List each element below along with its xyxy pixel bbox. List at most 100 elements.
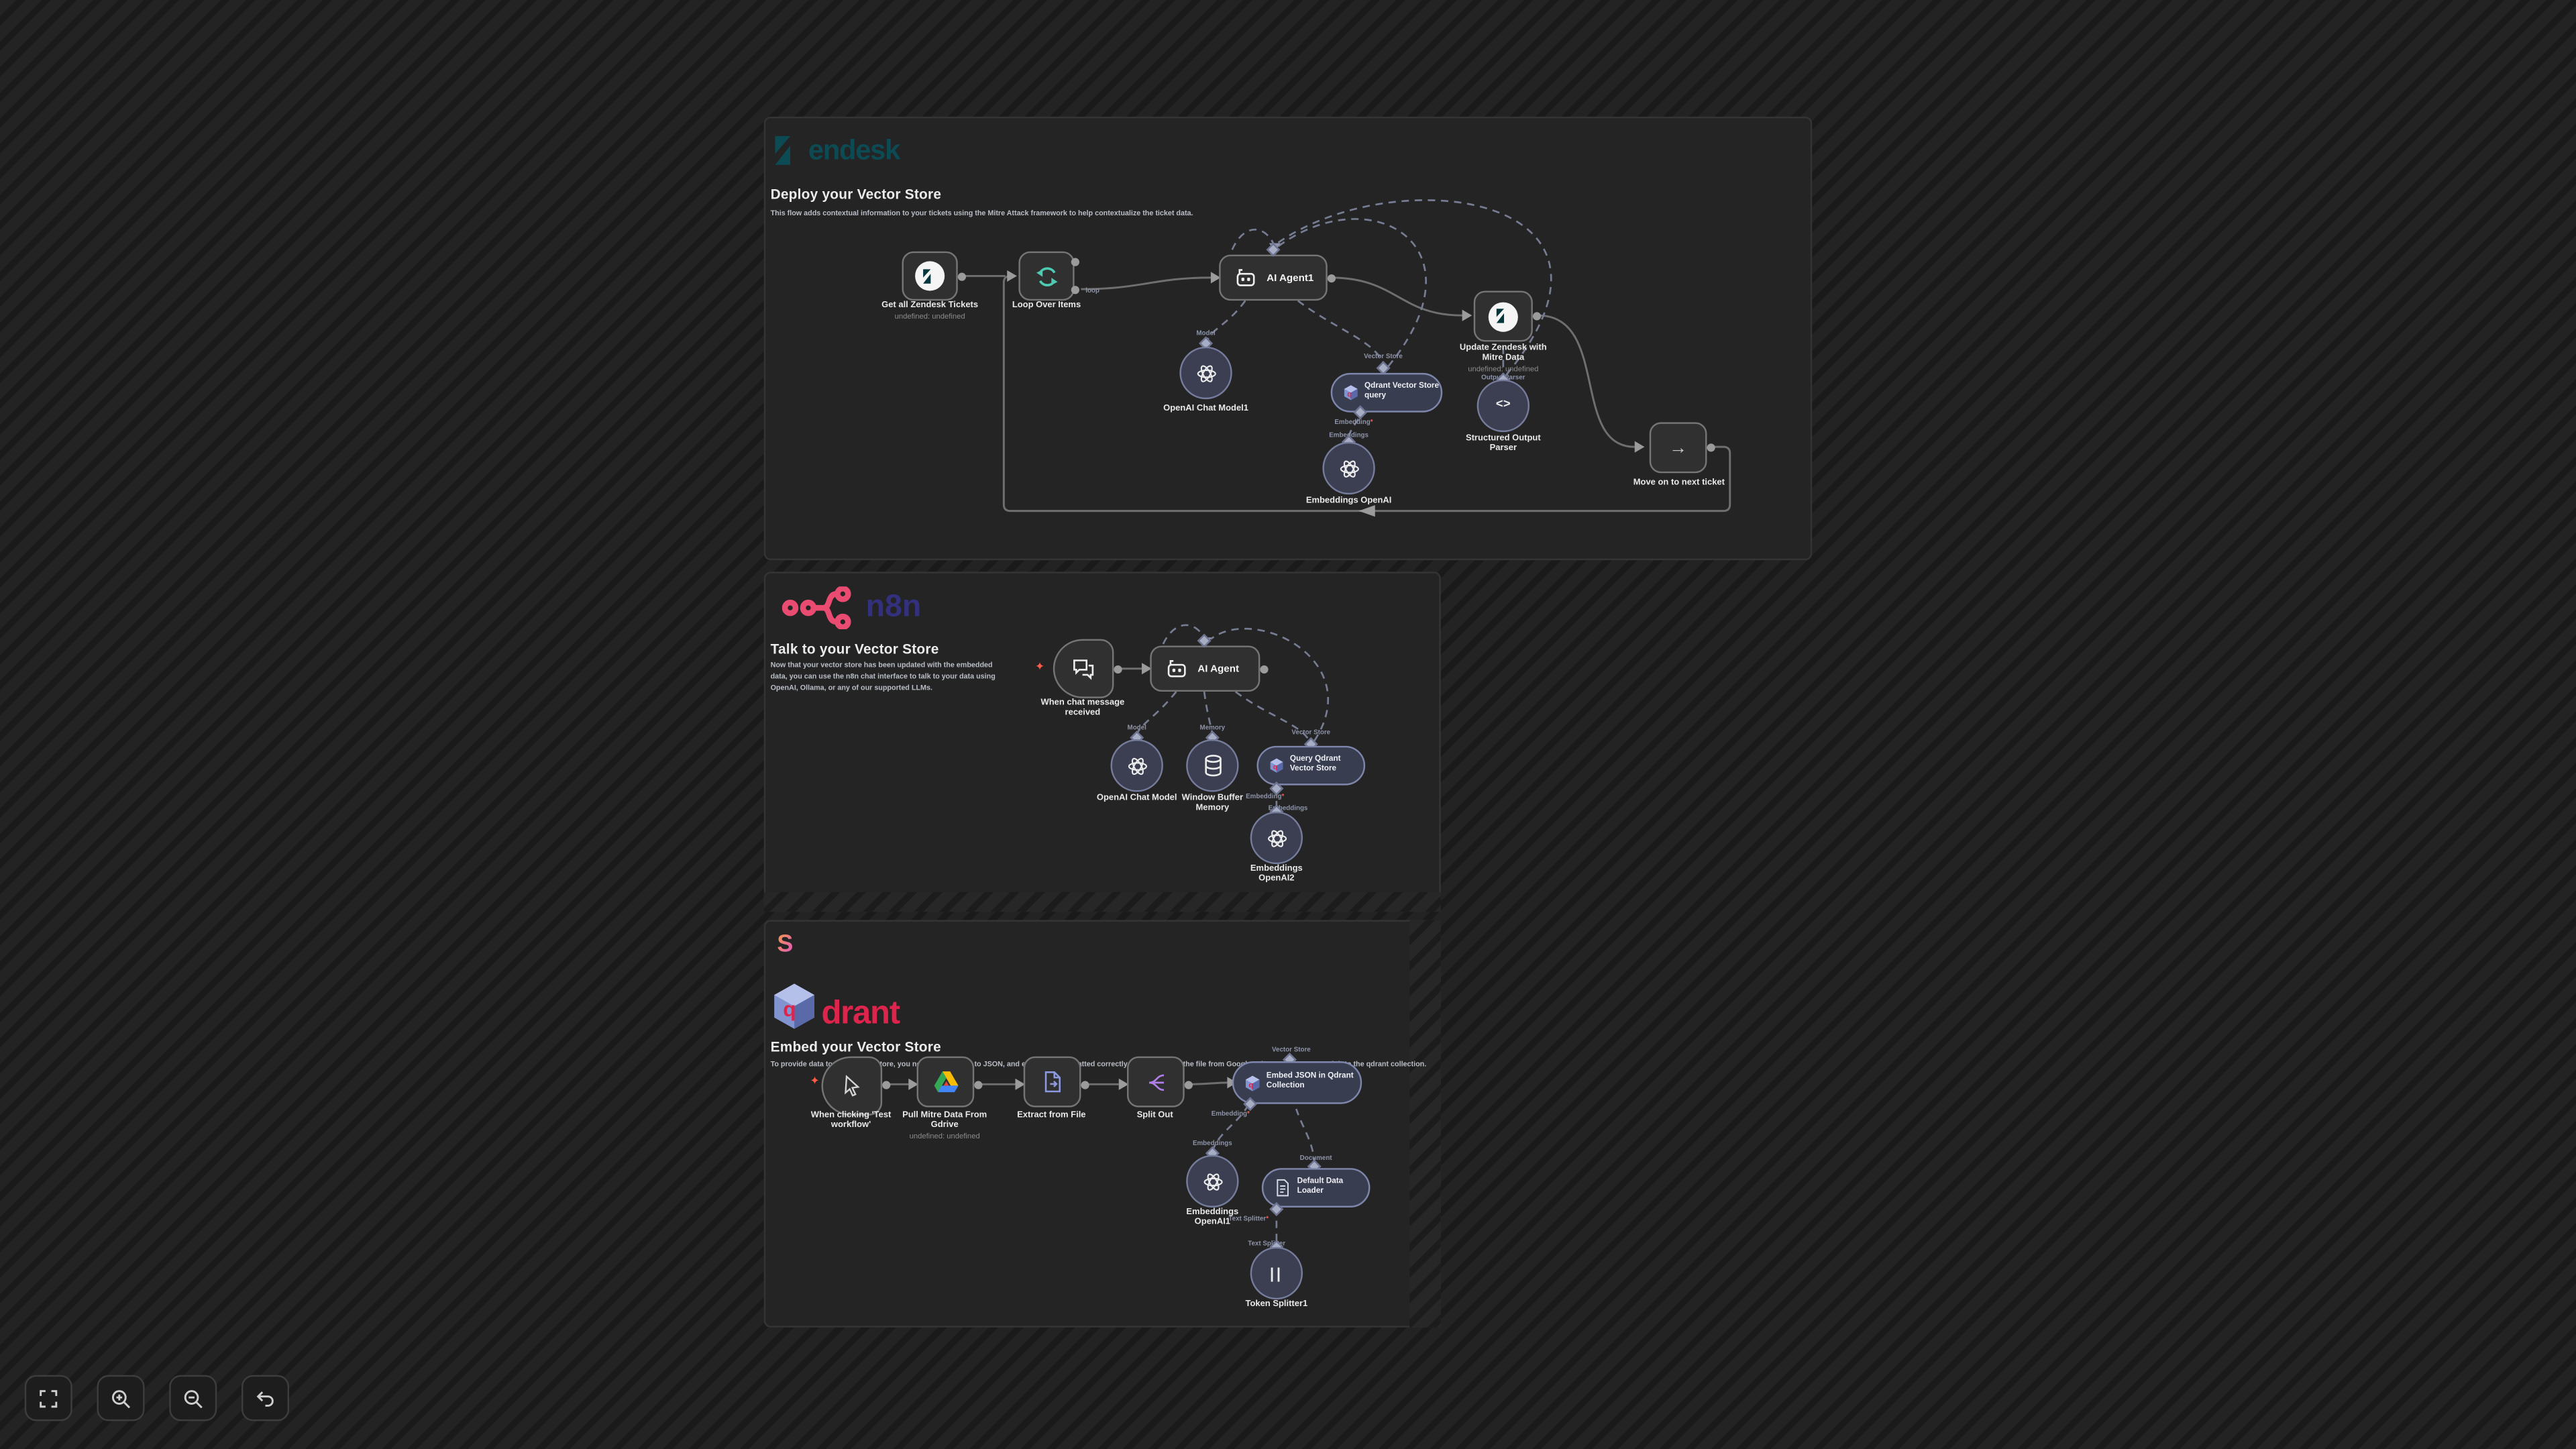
node-split-out[interactable] <box>1127 1056 1185 1108</box>
port-label-text-splitter: Text Splitter* <box>1228 1213 1269 1222</box>
node-update-zendesk[interactable] <box>1473 290 1533 342</box>
node-when-clicking-test-workflow[interactable] <box>821 1056 883 1116</box>
output-port[interactable] <box>1327 273 1336 282</box>
node-embeddings-openai[interactable] <box>1322 441 1375 495</box>
node-structured-output-parser[interactable]: <> <box>1477 379 1530 433</box>
node-label: Window Buffer Memory <box>1181 793 1244 814</box>
output-port[interactable] <box>882 1080 891 1089</box>
node-label: Embeddings OpenAI1 <box>1186 1208 1239 1228</box>
zoom-out-icon <box>184 1389 203 1408</box>
qdrant-node-icon: q <box>1245 1075 1260 1091</box>
node-when-chat-message-received[interactable] <box>1053 639 1114 698</box>
output-port[interactable] <box>974 1080 983 1089</box>
node-qdrant-vector-store-query[interactable]: q Qdrant Vector Store query <box>1330 372 1443 413</box>
node-embeddings-openai1[interactable] <box>1186 1155 1239 1208</box>
section-title-zendesk: Deploy your Vector Store <box>770 185 942 203</box>
node-label: Pull Mitre Data From Gdrive <box>902 1110 987 1131</box>
qdrant-node-icon: q <box>1270 758 1283 773</box>
output-port[interactable] <box>957 272 967 280</box>
node-openai-chat-model[interactable] <box>1110 739 1163 792</box>
node-sublabel: undefined: undefined <box>909 1132 980 1140</box>
code-brackets-icon: <> <box>1495 399 1511 413</box>
qdrant-logo-icon: q <box>774 983 814 1029</box>
svg-text:S: S <box>777 930 793 957</box>
qdrant-wordmark: drant <box>821 996 900 1032</box>
node-token-splitter1[interactable]: || <box>1250 1246 1303 1300</box>
node-pull-mitre-data-from-gdrive[interactable] <box>916 1056 975 1108</box>
node-query-qdrant-vector-store[interactable]: q Query Qdrant Vector Store <box>1256 745 1366 786</box>
section-desc-n8n: Now that your vector store has been upda… <box>770 660 996 693</box>
node-ai-agent[interactable]: AI Agent <box>1150 645 1260 692</box>
output-port[interactable] <box>1184 1080 1193 1089</box>
node-label: Extract from File <box>1017 1110 1086 1121</box>
port-label-embeddings: Embeddings <box>1192 1138 1232 1147</box>
port-label-embeddings: Embeddings <box>1329 429 1369 438</box>
zendesk-logo: endesk <box>773 135 900 168</box>
port-label-loop: loop <box>1085 284 1099 294</box>
node-loop-over-items[interactable] <box>1018 251 1075 301</box>
output-port-loop[interactable] <box>1071 284 1079 294</box>
svg-text:q: q <box>1347 390 1352 398</box>
n8n-logo-icon <box>782 586 851 629</box>
cursor-icon <box>845 1075 860 1097</box>
loop-icon <box>1035 266 1057 286</box>
zoom-in-button[interactable] <box>97 1375 145 1421</box>
node-move-on-to-next-ticket[interactable]: → <box>1649 422 1707 474</box>
google-drive-icon <box>933 1071 958 1093</box>
node-label: Move on to next ticket <box>1633 478 1725 488</box>
node-label: Structured Output Parser <box>1465 433 1541 454</box>
port-label-embedding: Embedding* <box>1246 792 1285 800</box>
n8n-logo: n8n <box>782 586 921 629</box>
zendesk-wordmark: endesk <box>808 134 900 166</box>
zoom-out-button[interactable] <box>169 1375 217 1421</box>
fit-view-icon <box>40 1389 58 1407</box>
section-title-n8n: Talk to your Vector Store <box>770 641 939 657</box>
section-desc-zendesk: This flow adds contextual information to… <box>770 209 1193 217</box>
port-label-document: Document <box>1299 1153 1332 1162</box>
sticky-note-qdrant[interactable] <box>763 920 1441 1328</box>
svg-text:q: q <box>783 997 796 1021</box>
node-label: OpenAI Chat Model1 <box>1163 404 1248 415</box>
svg-text:q: q <box>1273 763 1277 771</box>
output-port[interactable] <box>1081 1080 1089 1089</box>
sticky-overlap-stripes-bottom <box>763 892 1441 912</box>
zendesk-logo-icon <box>775 136 790 165</box>
svg-text:q: q <box>1248 1081 1253 1089</box>
undo-button[interactable] <box>241 1375 290 1421</box>
output-port[interactable] <box>1707 443 1715 451</box>
node-label: When chat message received <box>1040 698 1125 719</box>
node-default-data-loader[interactable]: Default Data Loader <box>1261 1168 1371 1208</box>
node-embed-json-in-qdrant-collection[interactable]: q Embed JSON in Qdrant Collection <box>1232 1061 1362 1104</box>
node-window-buffer-memory[interactable] <box>1186 739 1239 792</box>
node-openai-chat-model1[interactable] <box>1179 346 1232 400</box>
fit-view-button[interactable] <box>24 1375 72 1421</box>
sticky-note-zendesk[interactable] <box>763 116 1813 561</box>
database-icon <box>1204 755 1221 777</box>
node-label: When clicking 'Test workflow' <box>810 1110 892 1131</box>
node-label: Embeddings OpenAI2 <box>1250 864 1303 885</box>
zoom-in-icon <box>111 1389 131 1408</box>
sticky-overlap-stripes-right <box>1409 920 1441 1328</box>
port-label-embedding: Embedding* <box>1211 1109 1250 1118</box>
output-port[interactable] <box>1260 664 1269 673</box>
zendesk-node-icon <box>915 261 945 291</box>
node-embeddings-openai2[interactable] <box>1250 811 1303 865</box>
arrow-right-icon: → <box>1669 437 1688 458</box>
output-port[interactable] <box>1071 258 1079 266</box>
node-label: AI Agent1 <box>1267 272 1314 284</box>
scribble-robot-icon: S <box>777 930 793 957</box>
node-get-all-zendesk-tickets[interactable] <box>902 251 958 301</box>
node-label: Get all Zendesk Tickets <box>881 301 979 311</box>
port-label-embedding: Embedding* <box>1334 417 1373 426</box>
output-port[interactable] <box>1114 664 1122 673</box>
split-out-icon <box>1148 1073 1163 1090</box>
openai-icon <box>1127 757 1146 774</box>
section-title-qdrant: Embed your Vector Store <box>770 1038 941 1055</box>
node-extract-from-file[interactable] <box>1023 1056 1081 1108</box>
node-ai-agent1[interactable]: AI Agent1 <box>1219 254 1328 301</box>
file-extract-icon <box>1044 1071 1061 1093</box>
output-port[interactable] <box>1532 311 1542 320</box>
port-label-model: Model <box>1127 722 1146 731</box>
